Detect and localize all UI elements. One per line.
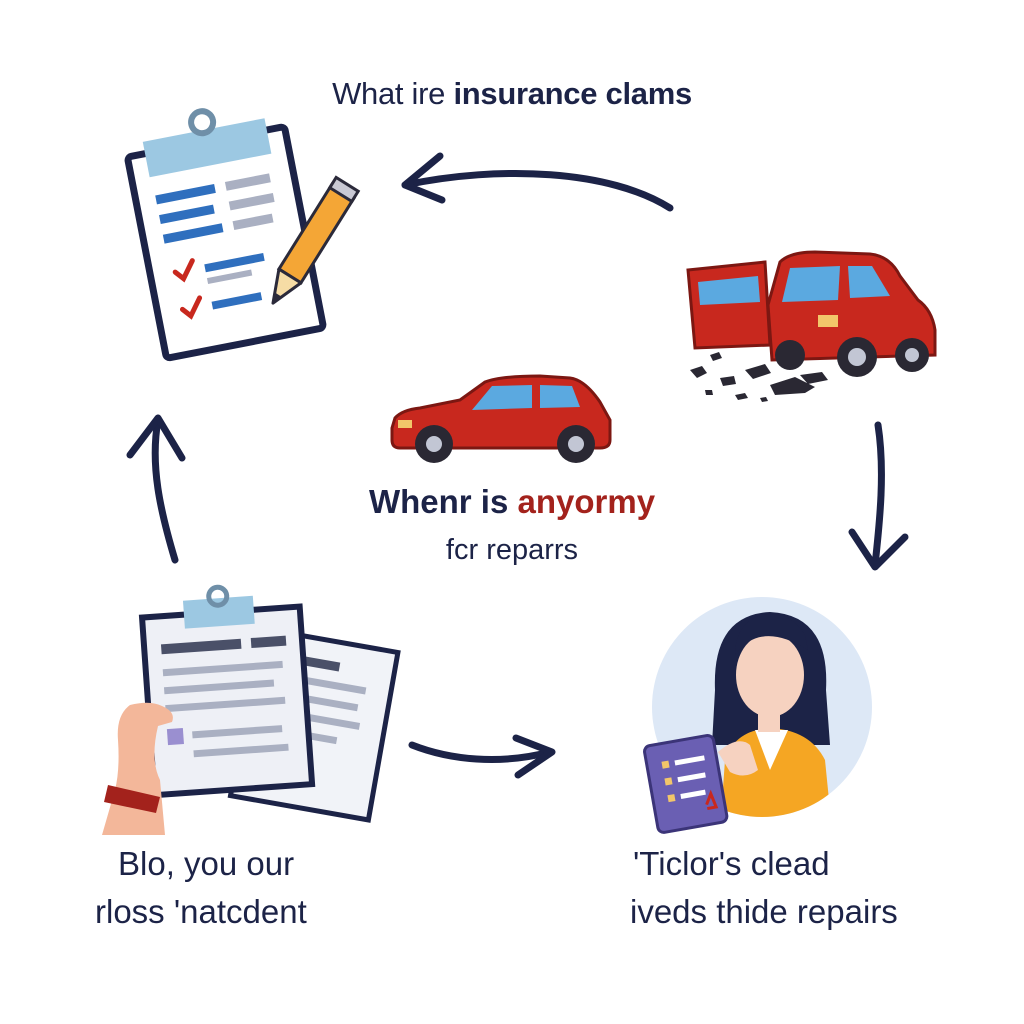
step-bottom-left-line1: Blo, you our (118, 845, 295, 882)
center-line2: fcr reparrs (445, 534, 579, 566)
center-line1-a: Whenr is (368, 483, 509, 520)
arrow-right-down (848, 421, 909, 571)
car-icon (390, 374, 612, 463)
arrow-bottom-right (408, 734, 556, 779)
documents-in-hand-icon (102, 584, 401, 835)
title-part2: insurance clams (453, 76, 692, 111)
step-bottom-right-line2: iveds thide repairs (630, 893, 898, 930)
center-line1: Whenr is anyormy (0, 483, 1024, 521)
diagram-title: What ire insurance clams (0, 76, 1024, 112)
arrow-top-left (401, 152, 674, 212)
clipboard-checklist-icon (124, 108, 327, 362)
arrow-left-up (126, 414, 186, 564)
title-part1: What ire (332, 76, 446, 111)
step-bottom-left-line2: rloss 'natcdent (95, 893, 307, 930)
agent-avatar-icon (643, 597, 872, 834)
pencil-icon (271, 175, 361, 305)
crashed-car-icon (686, 250, 937, 402)
center-line1-b: anyormy (517, 483, 656, 520)
step-bottom-right-line1: 'Ticlor's clead (633, 845, 830, 882)
